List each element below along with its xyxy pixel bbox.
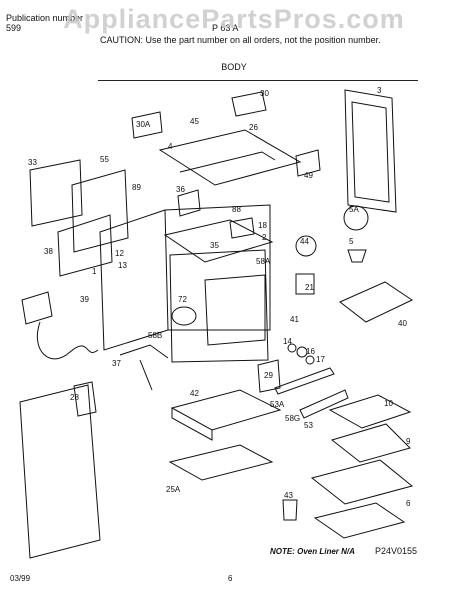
callout-89: 89 [132,183,141,192]
callout-53a: 53A [270,400,285,409]
callout-55: 55 [100,155,109,164]
part-latch [119,344,169,359]
part-36 [177,189,201,217]
callout-1: 1 [92,267,97,276]
callout-58g: 58G [285,414,300,423]
callout-5a: 5A [349,205,359,214]
callout-2: 2 [262,233,267,242]
callout-10: 10 [384,399,393,408]
part-side-panel [71,169,129,253]
date-code: 03/99 [10,574,31,583]
part-pan-9 [330,423,411,463]
part-broiler-pan [339,281,414,323]
part-door-lower [19,384,101,559]
part-top-rail [179,151,276,173]
callout-33: 33 [28,158,37,167]
callout-17: 17 [316,355,325,364]
callout-18: 18 [258,221,267,230]
part-door-upper [344,89,397,213]
callout-38: 38 [44,247,53,256]
callout-5: 5 [349,237,354,246]
part-body-front [164,204,271,331]
callout-49: 49 [304,171,313,180]
callout-40: 40 [398,319,407,328]
callout-29: 29 [264,371,273,380]
callout-16: 16 [306,347,315,356]
callout-58a: 58A [256,257,271,266]
part-rail-53A [274,367,335,395]
part-rail-53 [299,389,349,419]
part-top-assembly [158,129,302,186]
part-cord-plate [21,291,53,325]
callout-30: 30 [260,89,269,98]
section-title: BODY [221,62,247,72]
part-bolt-43 [282,499,298,521]
part-hinge-28 [73,381,97,417]
part-bracket-18 [229,217,255,239]
title-rule [98,80,418,81]
callout-4: 4 [168,142,173,151]
part-oven-opening [204,274,266,346]
callout-72: 72 [178,295,187,304]
figure-code: P24V0155 [375,546,418,556]
part-cooktop [163,219,274,263]
callout-12: 12 [115,249,124,258]
part-drawer [170,389,282,431]
part-oven-cavity [169,249,269,363]
callout-44: 44 [300,237,309,246]
callout-45: 45 [190,117,199,126]
callout-21: 21 [305,283,314,292]
callout-58b: 58B [148,331,162,340]
part-light [171,306,197,326]
part-back-panel [29,159,83,227]
callout-36: 36 [176,185,185,194]
watermark: AppliancePartsPros.com [63,4,405,34]
callout-26: 26 [249,123,258,132]
callout-41: 41 [290,315,299,324]
callout-9: 9 [406,437,411,446]
part-17 [305,355,315,365]
oven-liner-note: NOTE: Oven Liner N/A [270,547,355,556]
callout-39: 39 [80,295,89,304]
callout-13: 13 [118,261,127,270]
part-rack-10 [328,394,412,429]
callout-14: 14 [283,337,292,346]
part-insulation [57,214,113,277]
callout-37: 37 [112,359,121,368]
part-bracket-49 [295,149,321,177]
part-knob-44 [295,235,317,257]
callout-35: 35 [210,241,219,250]
part-hinge-29 [257,359,281,393]
part-30A [131,111,163,139]
callout-42: 42 [190,389,199,398]
part-rack-6 [310,459,414,505]
part-16 [296,346,308,358]
part-knob-21 [295,273,315,295]
model-number: P 63 A [212,23,239,33]
callout-28: 28 [70,393,79,402]
callout-30a: 30A [136,120,151,129]
callout-43: 43 [284,491,293,500]
part-30 [231,91,267,117]
callout-88: 88 [232,205,241,214]
callout-6: 6 [406,499,411,508]
caution-text: CAUTION: Use the part number on all orde… [100,35,381,45]
callout-53: 53 [304,421,313,430]
part-14 [287,343,297,353]
callout-25a: 25A [166,485,181,494]
part-power-cord [36,321,99,360]
part-leveler [347,249,367,263]
publication-number: 599 [6,23,22,33]
callout-3a: 3 [377,86,382,95]
callout-labels: 3 4 5 5A 6 9 10 12 13 14 16 17 18 21 25A… [28,86,411,508]
part-pan-5 [313,502,406,539]
part-5A [343,205,369,231]
part-drawer-frame [168,444,274,481]
page-number: 6 [228,574,233,583]
publication-label: Publication number [6,13,84,23]
